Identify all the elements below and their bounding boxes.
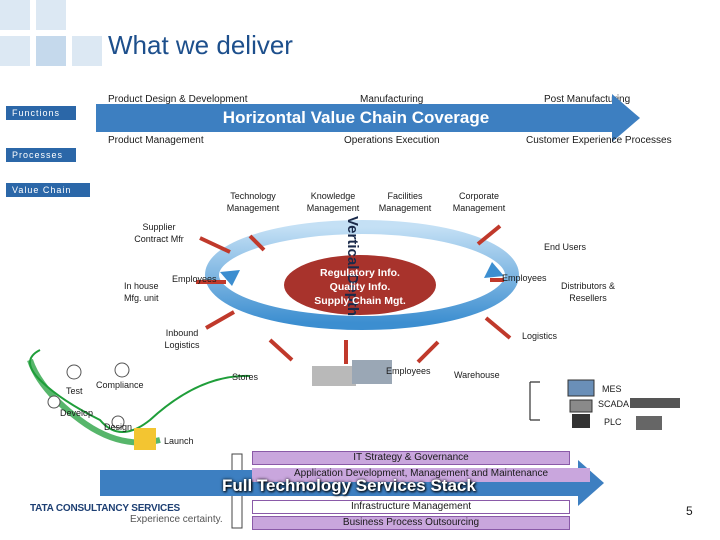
center-line-supply-chain: Supply Chain Mgt.: [314, 295, 406, 307]
ring-arrow-left: [220, 270, 240, 286]
domain-knowledge-management: Knowledge Management: [306, 191, 360, 213]
lifecycle-node-test: [66, 364, 82, 380]
lifecycle-test: Test: [66, 386, 83, 396]
tcs-logo: TATA CONSULTANCY SERVICES Experience cer…: [30, 503, 230, 525]
domain-corporate-management: Corporate Management: [452, 191, 506, 213]
page-title: What we deliver: [108, 30, 293, 60]
functions-tag: Functions: [6, 106, 76, 120]
value-chain-tag: Value Chain: [6, 183, 90, 197]
launch-marker: [134, 428, 156, 450]
system-scada: SCADA: [598, 399, 630, 409]
node-end-users: End Users: [544, 242, 587, 252]
connector-arrows: [196, 224, 512, 364]
processes-tag: Processes: [6, 148, 76, 162]
horizontal-arrow-band: [96, 104, 616, 132]
node-employees-left: Employees: [172, 274, 217, 284]
logo-name: TATA CONSULTANCY SERVICES: [30, 503, 181, 514]
node-in-house: In house Mfg. unit: [124, 281, 159, 303]
process-operations-execution: Operations Execution: [344, 135, 440, 146]
center-oval: [284, 255, 436, 315]
vertical-depth-label: Vertical Depth: [344, 216, 361, 317]
horizontal-value-chain-label: Horizontal Value Chain Coverage: [222, 108, 490, 127]
process-product-management: Product Management: [108, 135, 204, 146]
logo-tagline: Experience certainty.: [130, 514, 223, 525]
horizontal-arrow-head: [612, 94, 640, 142]
node-logistics: Logistics: [522, 331, 558, 341]
domain-technology-management: Technology Management: [226, 191, 280, 213]
node-stores: Stores: [232, 372, 259, 382]
center-line-quality: Quality Info.: [329, 281, 391, 293]
warehouse-image: [352, 360, 392, 384]
lifecycle-node-compliance: [114, 362, 130, 378]
center-text: Regulatory Info. Quality Info. Supply Ch…: [300, 266, 420, 308]
node-inbound: Inbound Logistics: [164, 328, 200, 350]
corner-decoration: [0, 0, 102, 80]
plc-device-icon: [572, 414, 590, 428]
center-line-regulatory: Regulatory Info.: [320, 267, 400, 279]
function-manufacturing: Manufacturing: [360, 94, 424, 105]
ring-arrow-right: [484, 262, 504, 278]
central-ring: [205, 220, 519, 330]
lifecycle-launch: Launch: [164, 436, 194, 446]
lifecycle-node-develop: [47, 395, 61, 409]
scada-rack-icon: [630, 398, 680, 408]
node-employees-right: Employees: [502, 273, 547, 283]
lifecycle-arc: [29, 349, 251, 433]
stack-infrastructure: Infrastructure Management: [252, 500, 570, 514]
lifecycle-compliance: Compliance: [96, 380, 144, 390]
system-plc: PLC: [604, 417, 622, 427]
mes-device-icon: [567, 379, 595, 397]
system-mes: MES: [602, 384, 622, 394]
systems-bracket: [529, 381, 540, 421]
process-customer-experience: Customer Experience Processes: [526, 135, 672, 146]
function-product-design: Product Design & Development: [108, 94, 248, 105]
stack-app-dev: Application Development, Management and …: [252, 468, 590, 482]
stack-heading: Full Technology Services Stack: [222, 476, 476, 495]
stack-it-strategy: IT Strategy & Governance: [252, 451, 570, 465]
lifecycle-node-design: [111, 415, 125, 429]
node-warehouse: Warehouse: [454, 370, 500, 380]
page-number: 5: [686, 504, 693, 518]
lifecycle-develop: Develop: [60, 408, 94, 418]
plc-box-icon: [636, 416, 662, 430]
stores-image: [312, 366, 356, 386]
domain-facilities-management: Facilities Management: [378, 191, 432, 213]
scada-device-icon: [569, 399, 593, 413]
lifecycle-design: Design: [104, 422, 133, 432]
function-post-manufacturing: Post Manufacturing: [544, 94, 631, 105]
node-distributors: Distributors & Resellers: [560, 281, 615, 303]
node-employees-bottom: Employees: [386, 366, 431, 376]
stack-bpo: Business Process Outsourcing: [252, 516, 570, 530]
node-supplier: Supplier Contract Mfr: [134, 222, 184, 244]
stack-arrow-head: [578, 460, 604, 506]
